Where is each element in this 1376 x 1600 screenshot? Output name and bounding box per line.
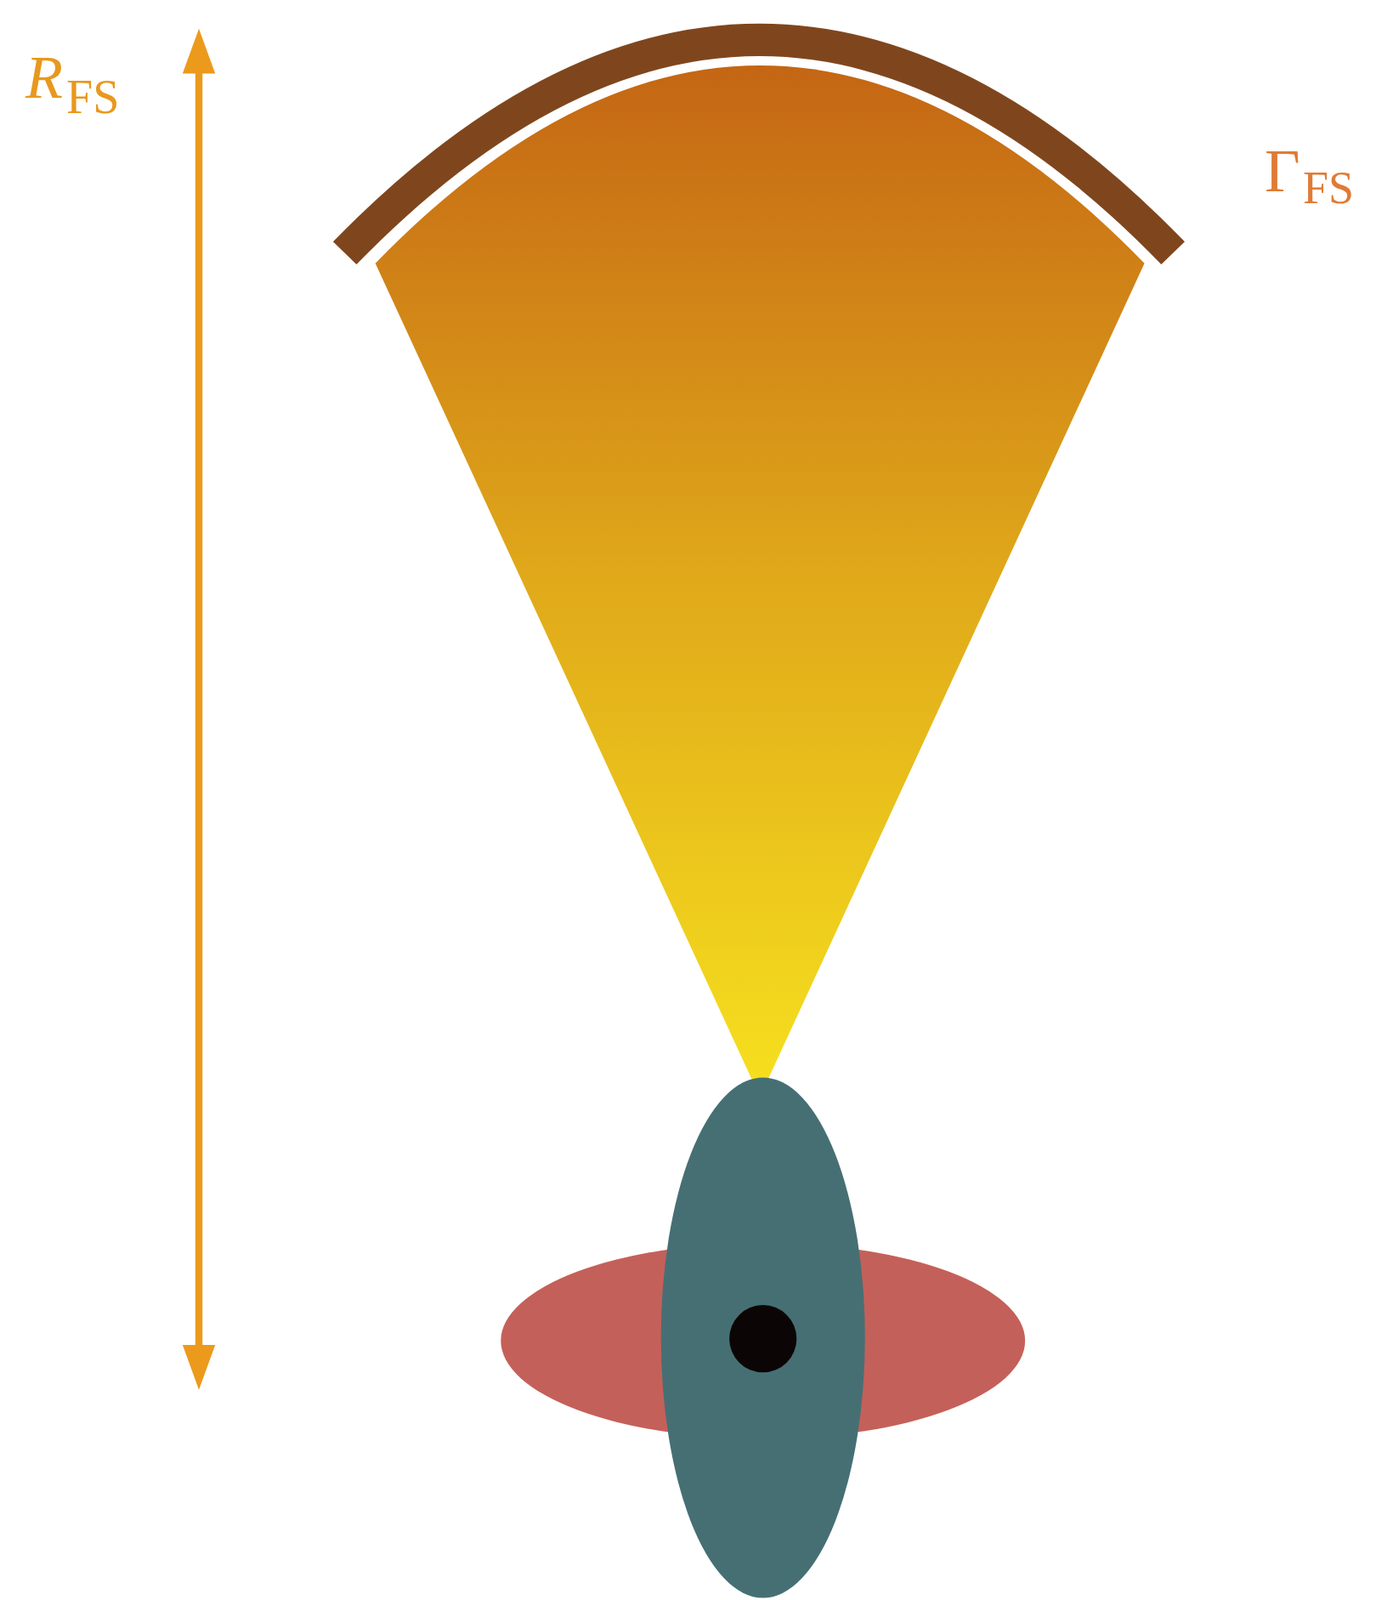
black-hole	[729, 1304, 797, 1372]
lorentz-symbol: Γ	[1264, 140, 1301, 202]
forward-shock-shell	[345, 39, 1174, 254]
jet-cone	[375, 65, 1145, 1097]
radius-symbol: R	[25, 46, 63, 108]
arrow-head	[182, 1344, 216, 1390]
arrow-head	[182, 28, 216, 74]
lorentz-subscript: FS	[1302, 164, 1354, 211]
radius-arrow-line	[195, 62, 203, 1354]
radius-subscript: FS	[66, 73, 119, 121]
outflow	[661, 1076, 866, 1597]
